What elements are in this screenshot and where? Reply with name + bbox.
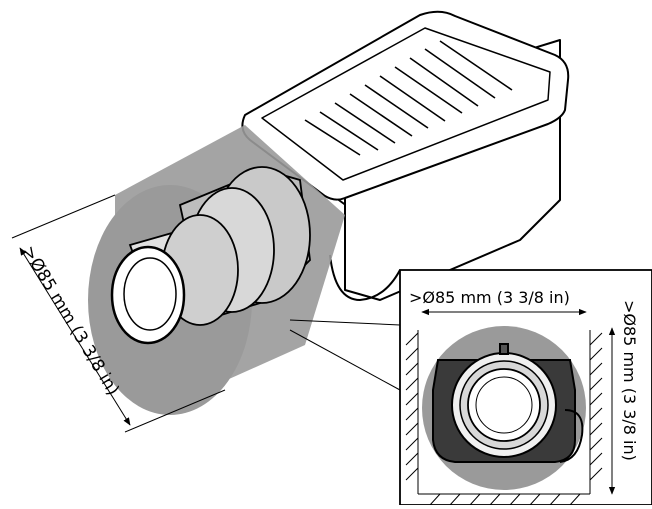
- wall-hatch-icon: [405, 330, 603, 506]
- sunshield-vents: [304, 40, 513, 156]
- left-dimension: [11, 194, 226, 433]
- camera-cable: [329, 254, 401, 302]
- inset-camera-front: [432, 343, 584, 463]
- inset-vertical-label: >Ø85 mm (3 3/8 in): [620, 300, 639, 461]
- camera-body: [241, 10, 570, 301]
- inset-leader-lines: [289, 319, 401, 391]
- inset-horizontal-label: >Ø85 mm (3 3/8 in): [409, 288, 570, 307]
- inset-detail-box: [399, 269, 652, 506]
